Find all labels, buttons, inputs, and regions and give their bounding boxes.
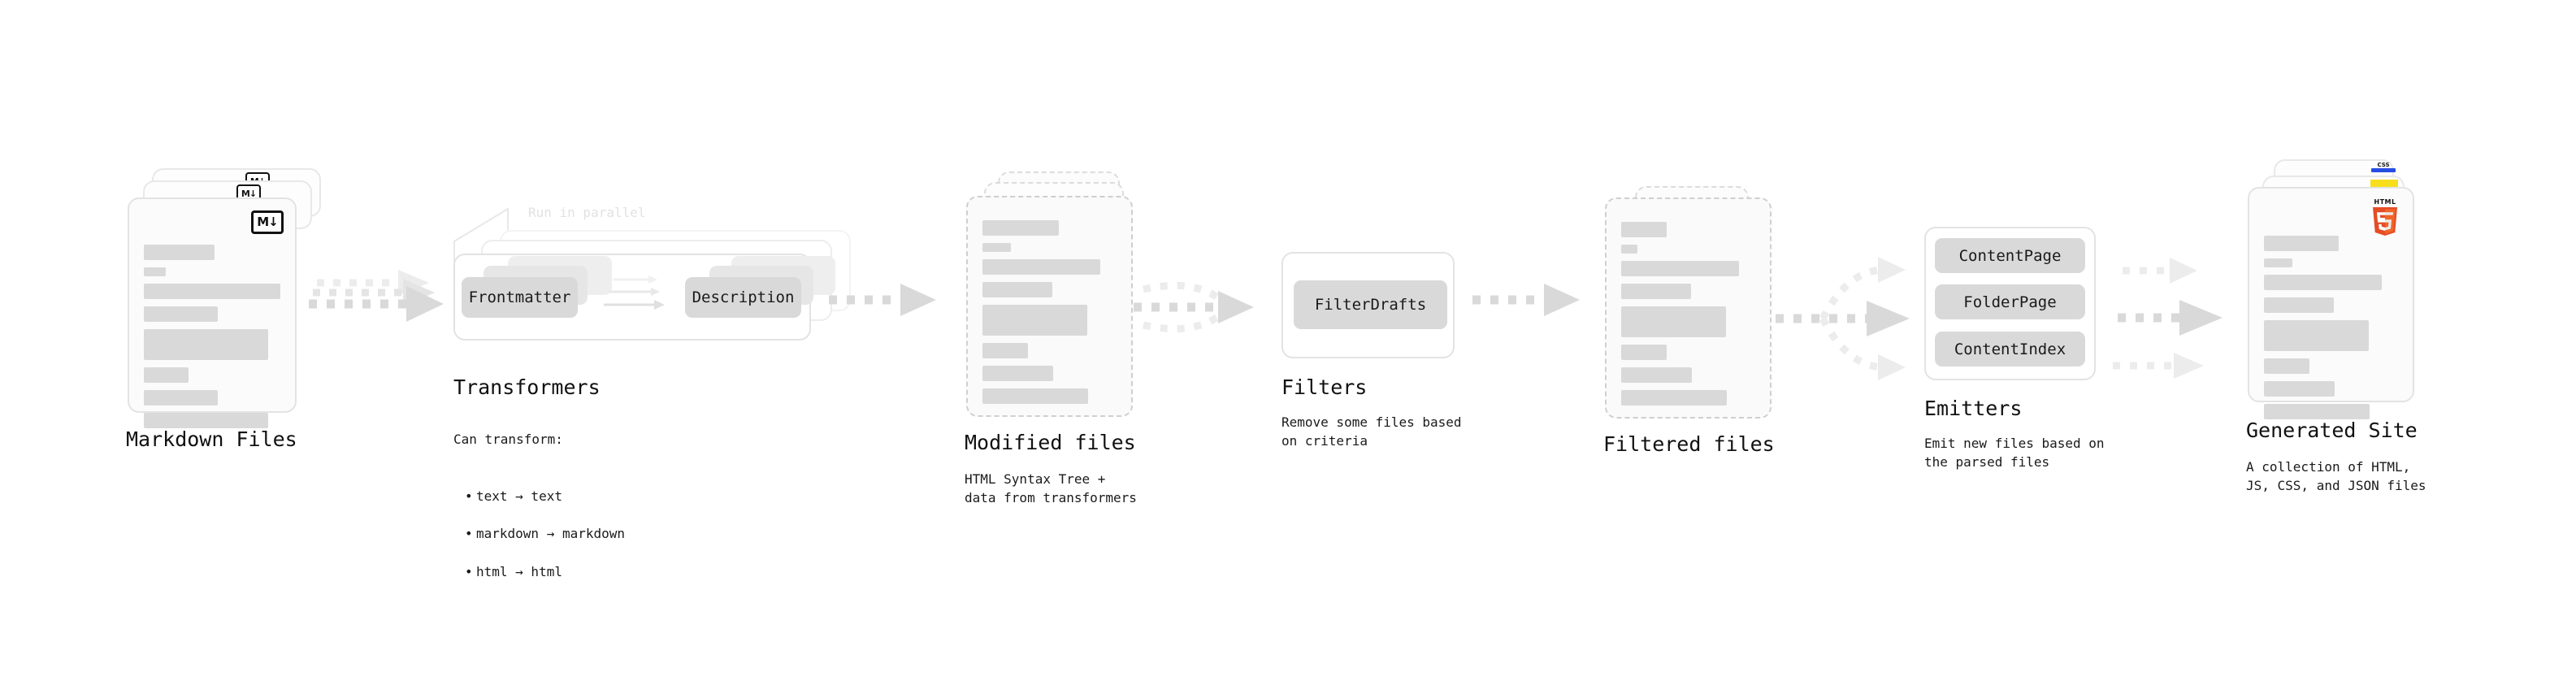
generated-site-caption: A collection of HTML, JS, CSS, and JSON … [2246,459,2426,494]
chip-contentindex[interactable]: ContentIndex [1935,332,2085,367]
transform-item-2: html → html [465,562,697,581]
run-in-parallel-bracket [453,207,509,262]
run-in-parallel-label: Run in parallel [528,205,646,220]
chip-contentpage[interactable]: ContentPage [1935,238,2085,273]
chip-filterdrafts[interactable]: FilterDrafts [1294,280,1447,329]
transformers-caption: Can transform: text → text markdown → ma… [453,411,697,618]
doc-placeholder-bars [982,220,1117,411]
filtered-card-front [1605,197,1772,419]
arrow-filtered-to-emitters [1776,257,1910,380]
html5-icon-label: HTML [2374,198,2396,206]
css-icon-label: CSS [2377,162,2390,168]
filters-caption: Remove some files based on criteria [1281,414,1462,449]
site-card-front: HTML [2248,187,2414,419]
stage-title-transformers: Transformers [453,375,601,399]
modified-card-front [966,196,1133,417]
doc-placeholder-bars [2264,236,2398,427]
html5-icon: HTML [2370,198,2400,236]
transformers-caption-list: text → text markdown → markdown html → h… [453,468,697,600]
markdown-icon: M↓ [251,210,284,234]
arrow-emitters-to-site [2113,258,2223,379]
stage-title-filtered-files: Filtered files [1603,432,1775,456]
chip-folderpage[interactable]: FolderPage [1935,284,2085,319]
stage-title-generated-site: Generated Site [2246,419,2418,442]
arrow-modified-to-filters [1134,281,1254,333]
emitters-caption: Emit new files based on the parsed files [1924,436,2105,471]
stage-title-modified-files: Modified files [965,431,1136,454]
stage-title-filters: Filters [1281,375,1368,399]
arrow-transformers-to-modified [829,284,936,316]
transformers-caption-head: Can transform: [453,432,563,448]
markdown-card-front: M↓ [128,197,297,428]
transform-item-0: text → text [465,487,697,505]
transform-item-1: markdown → markdown [465,524,697,543]
doc-placeholder-bars [144,245,280,436]
stage-title-emitters: Emitters [1924,397,2023,420]
arrow-markdown-to-transformers [309,270,444,322]
modified-files-caption: HTML Syntax Tree + data from transformer… [965,471,1137,506]
css-icon: CSS [2371,162,2396,172]
chip-description[interactable]: Description [685,277,801,318]
transformer-inner-arrows [604,275,665,310]
arrow-filters-to-filtered [1472,284,1580,316]
doc-placeholder-bars [1621,222,1755,413]
stage-title-markdown-files: Markdown Files [126,427,297,451]
chip-frontmatter[interactable]: Frontmatter [462,277,578,318]
